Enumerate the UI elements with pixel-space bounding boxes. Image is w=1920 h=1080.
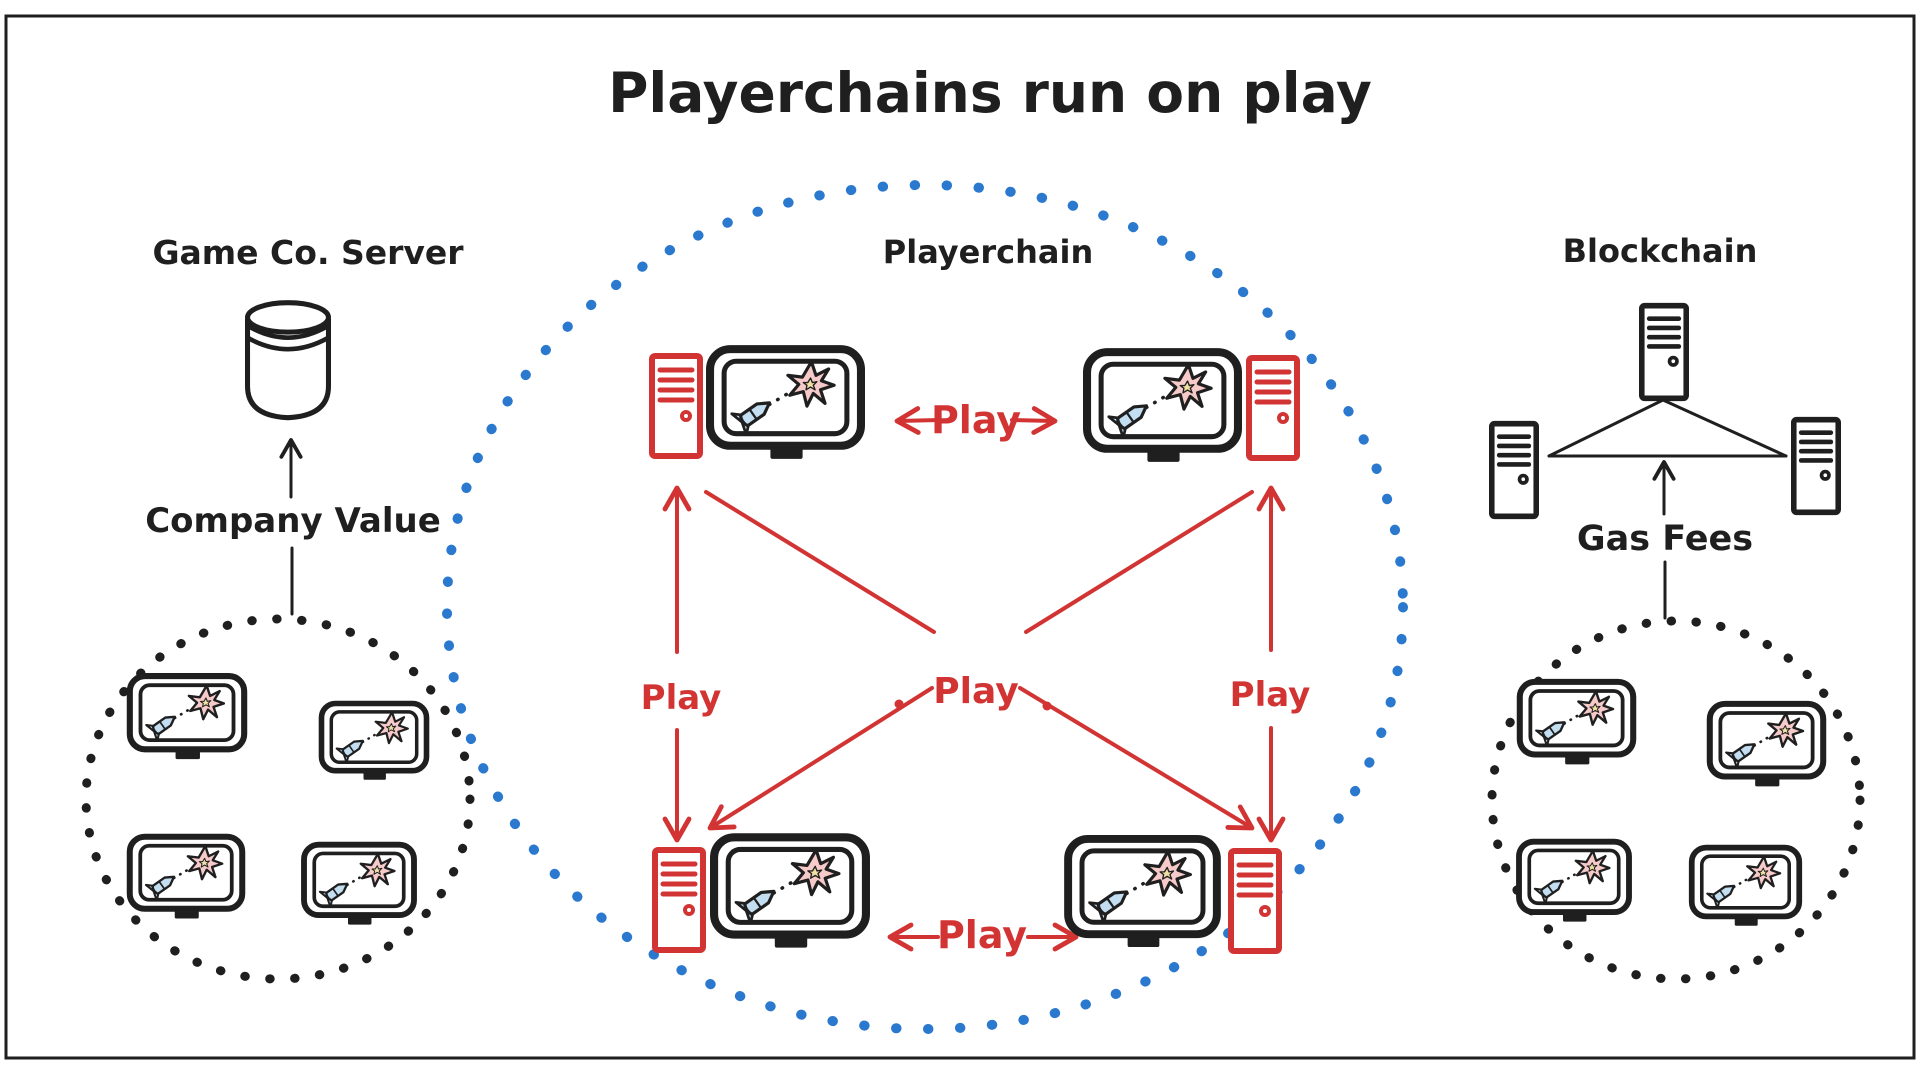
player-node-bottom-left — [655, 837, 866, 950]
monitor-with-rocket-shooting-star-icon — [130, 676, 244, 759]
canvas-frame-border — [4, 14, 1916, 1060]
horizontal-play-link-top — [894, 406, 1058, 435]
monitor-with-rocket-shooting-star-icon — [1710, 704, 1823, 786]
diagram-title: Playerchains run on play — [608, 61, 1372, 125]
tower-server-icon — [1492, 424, 1536, 517]
player-group-circle-left — [81, 614, 475, 984]
section-blockchain: Blockchain Gas Fees — [1487, 232, 1865, 984]
company-value-label: Company Value — [145, 501, 441, 541]
section-game-co-server: Game Co. Server Company Value — [81, 233, 475, 984]
tower-server-icon — [1642, 306, 1686, 399]
monitor-with-rocket-shooting-star-icon — [1519, 842, 1629, 922]
tower-server-icon — [655, 850, 703, 950]
tower-server-icon — [1794, 420, 1838, 513]
database-cylinder-icon — [248, 303, 329, 418]
blockchain-label: Blockchain — [1563, 232, 1758, 270]
player-node-bottom-right — [1068, 839, 1279, 951]
monitor-with-rocket-shooting-star-icon — [1087, 352, 1238, 462]
monitor-with-rocket-shooting-star-icon — [1520, 682, 1633, 764]
monitor-with-rocket-shooting-star-icon — [1068, 839, 1217, 947]
play-label-right: Play — [1230, 675, 1311, 715]
tower-server-icon — [1231, 851, 1279, 951]
gas-fees-arrow — [1652, 460, 1676, 620]
monitor-with-rocket-shooting-star-icon — [130, 837, 243, 919]
playerchain-label: Playerchain — [883, 233, 1093, 271]
game-co-server-label: Game Co. Server — [152, 233, 464, 272]
play-label-left: Play — [641, 678, 722, 718]
monitor-with-rocket-shooting-star-icon — [710, 349, 861, 459]
monitor-with-rocket-shooting-star-icon — [322, 704, 427, 780]
diagonal-play-links — [704, 490, 1255, 831]
monitor-with-rocket-shooting-star-icon — [1692, 848, 1800, 926]
section-playerchain: Playerchain Play Pla — [442, 180, 1408, 1034]
blockchain-fan-lines — [1547, 398, 1788, 458]
play-label-center: Play — [933, 671, 1018, 712]
player-node-top-right — [1087, 352, 1297, 462]
company-value-arrow — [279, 438, 303, 616]
play-label-bottom: Play — [937, 913, 1027, 957]
tower-server-icon — [652, 356, 700, 456]
play-label-top: Play — [931, 398, 1021, 442]
gas-fees-label: Gas Fees — [1577, 519, 1753, 559]
tower-server-icon — [1249, 358, 1297, 458]
monitor-with-rocket-shooting-star-icon — [304, 845, 414, 925]
player-group-circle-right — [1487, 616, 1865, 984]
playerchain-circle — [442, 180, 1408, 1034]
monitor-with-rocket-shooting-star-icon — [714, 837, 866, 947]
player-node-top-left — [652, 349, 861, 459]
